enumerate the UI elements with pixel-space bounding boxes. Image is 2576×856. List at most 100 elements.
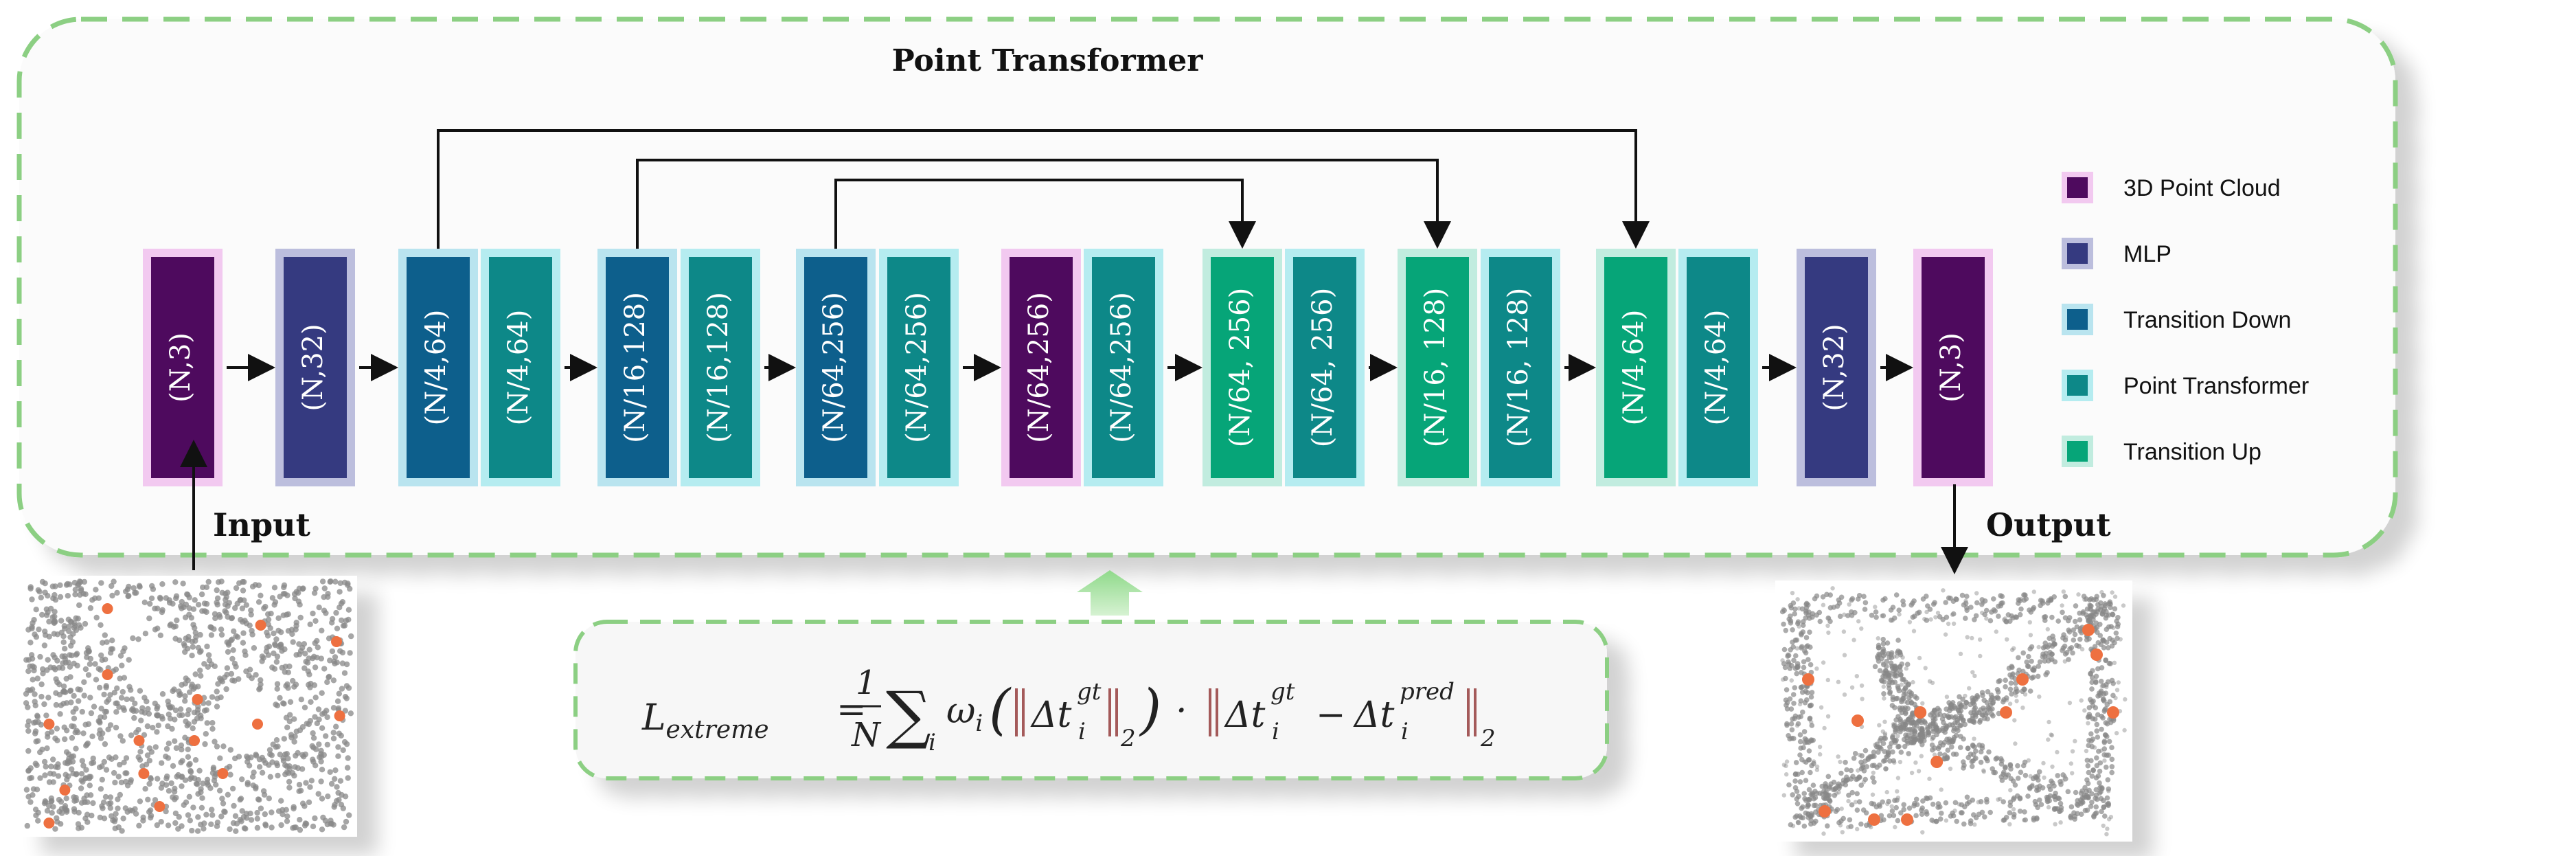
output-point <box>2011 796 2016 802</box>
input-point <box>90 755 96 762</box>
input-point <box>173 745 180 752</box>
output-point <box>2040 785 2046 791</box>
output-point <box>1794 646 1800 651</box>
input-point <box>200 584 206 591</box>
output-point <box>2108 605 2113 611</box>
input-point <box>342 793 349 800</box>
output-point <box>1877 723 1882 728</box>
input-point <box>195 791 201 797</box>
output-point <box>1821 660 1826 665</box>
input-point <box>289 631 295 638</box>
input-point <box>335 705 342 712</box>
input-point <box>132 700 138 707</box>
input-point <box>330 705 337 711</box>
input-point <box>152 744 159 750</box>
output-point <box>1794 723 1800 728</box>
input-point <box>306 799 312 805</box>
input-point <box>337 648 343 654</box>
input-point <box>182 614 189 620</box>
output-point <box>1794 671 1799 677</box>
input-point <box>192 775 198 782</box>
input-point <box>256 764 263 770</box>
input-point <box>90 800 96 807</box>
input-point <box>67 652 73 658</box>
output-point <box>1927 776 1932 781</box>
input-point <box>75 729 81 736</box>
input-point <box>43 606 49 612</box>
input-point <box>229 615 235 622</box>
input-point <box>136 822 142 829</box>
output-point <box>1862 747 1869 754</box>
input-point <box>181 643 188 649</box>
block-9: (N/64,256) <box>1001 249 1081 486</box>
output-point <box>2044 794 2050 800</box>
output-point <box>2053 806 2059 811</box>
input-point <box>335 753 341 759</box>
output-point <box>1783 627 1789 633</box>
output-point <box>2106 679 2111 685</box>
input-point <box>346 812 352 818</box>
block-body <box>284 257 347 478</box>
output-point <box>2040 598 2045 604</box>
output-point <box>1940 616 1946 622</box>
output-point <box>2104 795 2110 801</box>
output-point <box>2070 650 2075 656</box>
input-point <box>291 739 297 745</box>
output-point <box>1786 661 1792 667</box>
block-body <box>804 257 867 478</box>
output-point <box>2009 664 2014 669</box>
output-point <box>1912 729 1918 734</box>
input-point <box>25 718 32 725</box>
output-point <box>1797 779 1803 785</box>
input-point <box>145 796 151 802</box>
input-point <box>230 647 236 653</box>
input-point <box>327 769 333 775</box>
output-point <box>1917 655 1922 661</box>
output-point <box>2066 615 2073 620</box>
input-point <box>71 579 78 586</box>
output-point <box>2088 804 2094 809</box>
output-point <box>2088 731 2094 736</box>
input-point <box>330 730 337 736</box>
output-point <box>2076 592 2081 597</box>
input-point <box>71 806 78 812</box>
output-point <box>1905 706 1911 712</box>
output-point <box>1793 760 1799 765</box>
input-point <box>285 756 291 762</box>
input-point <box>69 734 76 741</box>
output-point <box>2116 680 2121 685</box>
output-point <box>2046 804 2051 810</box>
output-point <box>2109 745 2115 750</box>
output-point <box>1963 616 1968 621</box>
input-point <box>91 703 98 710</box>
output-point <box>2036 664 2041 669</box>
output-point <box>2072 618 2078 624</box>
input-point <box>251 769 257 776</box>
input-point <box>78 800 85 806</box>
output-point <box>2001 699 2006 705</box>
output-point <box>1803 602 1809 607</box>
input-point <box>79 708 86 715</box>
output-point <box>2096 690 2102 696</box>
output-point <box>1898 672 1904 677</box>
output-point <box>1806 757 1812 763</box>
input-point <box>104 639 110 645</box>
output-point <box>1980 692 1985 699</box>
output-point <box>2040 654 2046 660</box>
input-point <box>340 747 346 754</box>
output-point <box>2014 699 2019 703</box>
input-extreme-point <box>334 710 345 721</box>
input-point <box>195 814 201 820</box>
input-point <box>166 704 173 710</box>
input-point <box>335 744 341 750</box>
output-point <box>1789 678 1794 683</box>
input-point <box>43 712 49 719</box>
input-point <box>339 686 345 692</box>
output-point <box>1830 586 1835 591</box>
input-point <box>247 810 253 817</box>
output-point <box>1801 619 1806 624</box>
input-point <box>240 587 247 594</box>
output-point <box>2114 618 2119 624</box>
input-point <box>65 758 71 765</box>
output-point <box>1900 598 1906 604</box>
